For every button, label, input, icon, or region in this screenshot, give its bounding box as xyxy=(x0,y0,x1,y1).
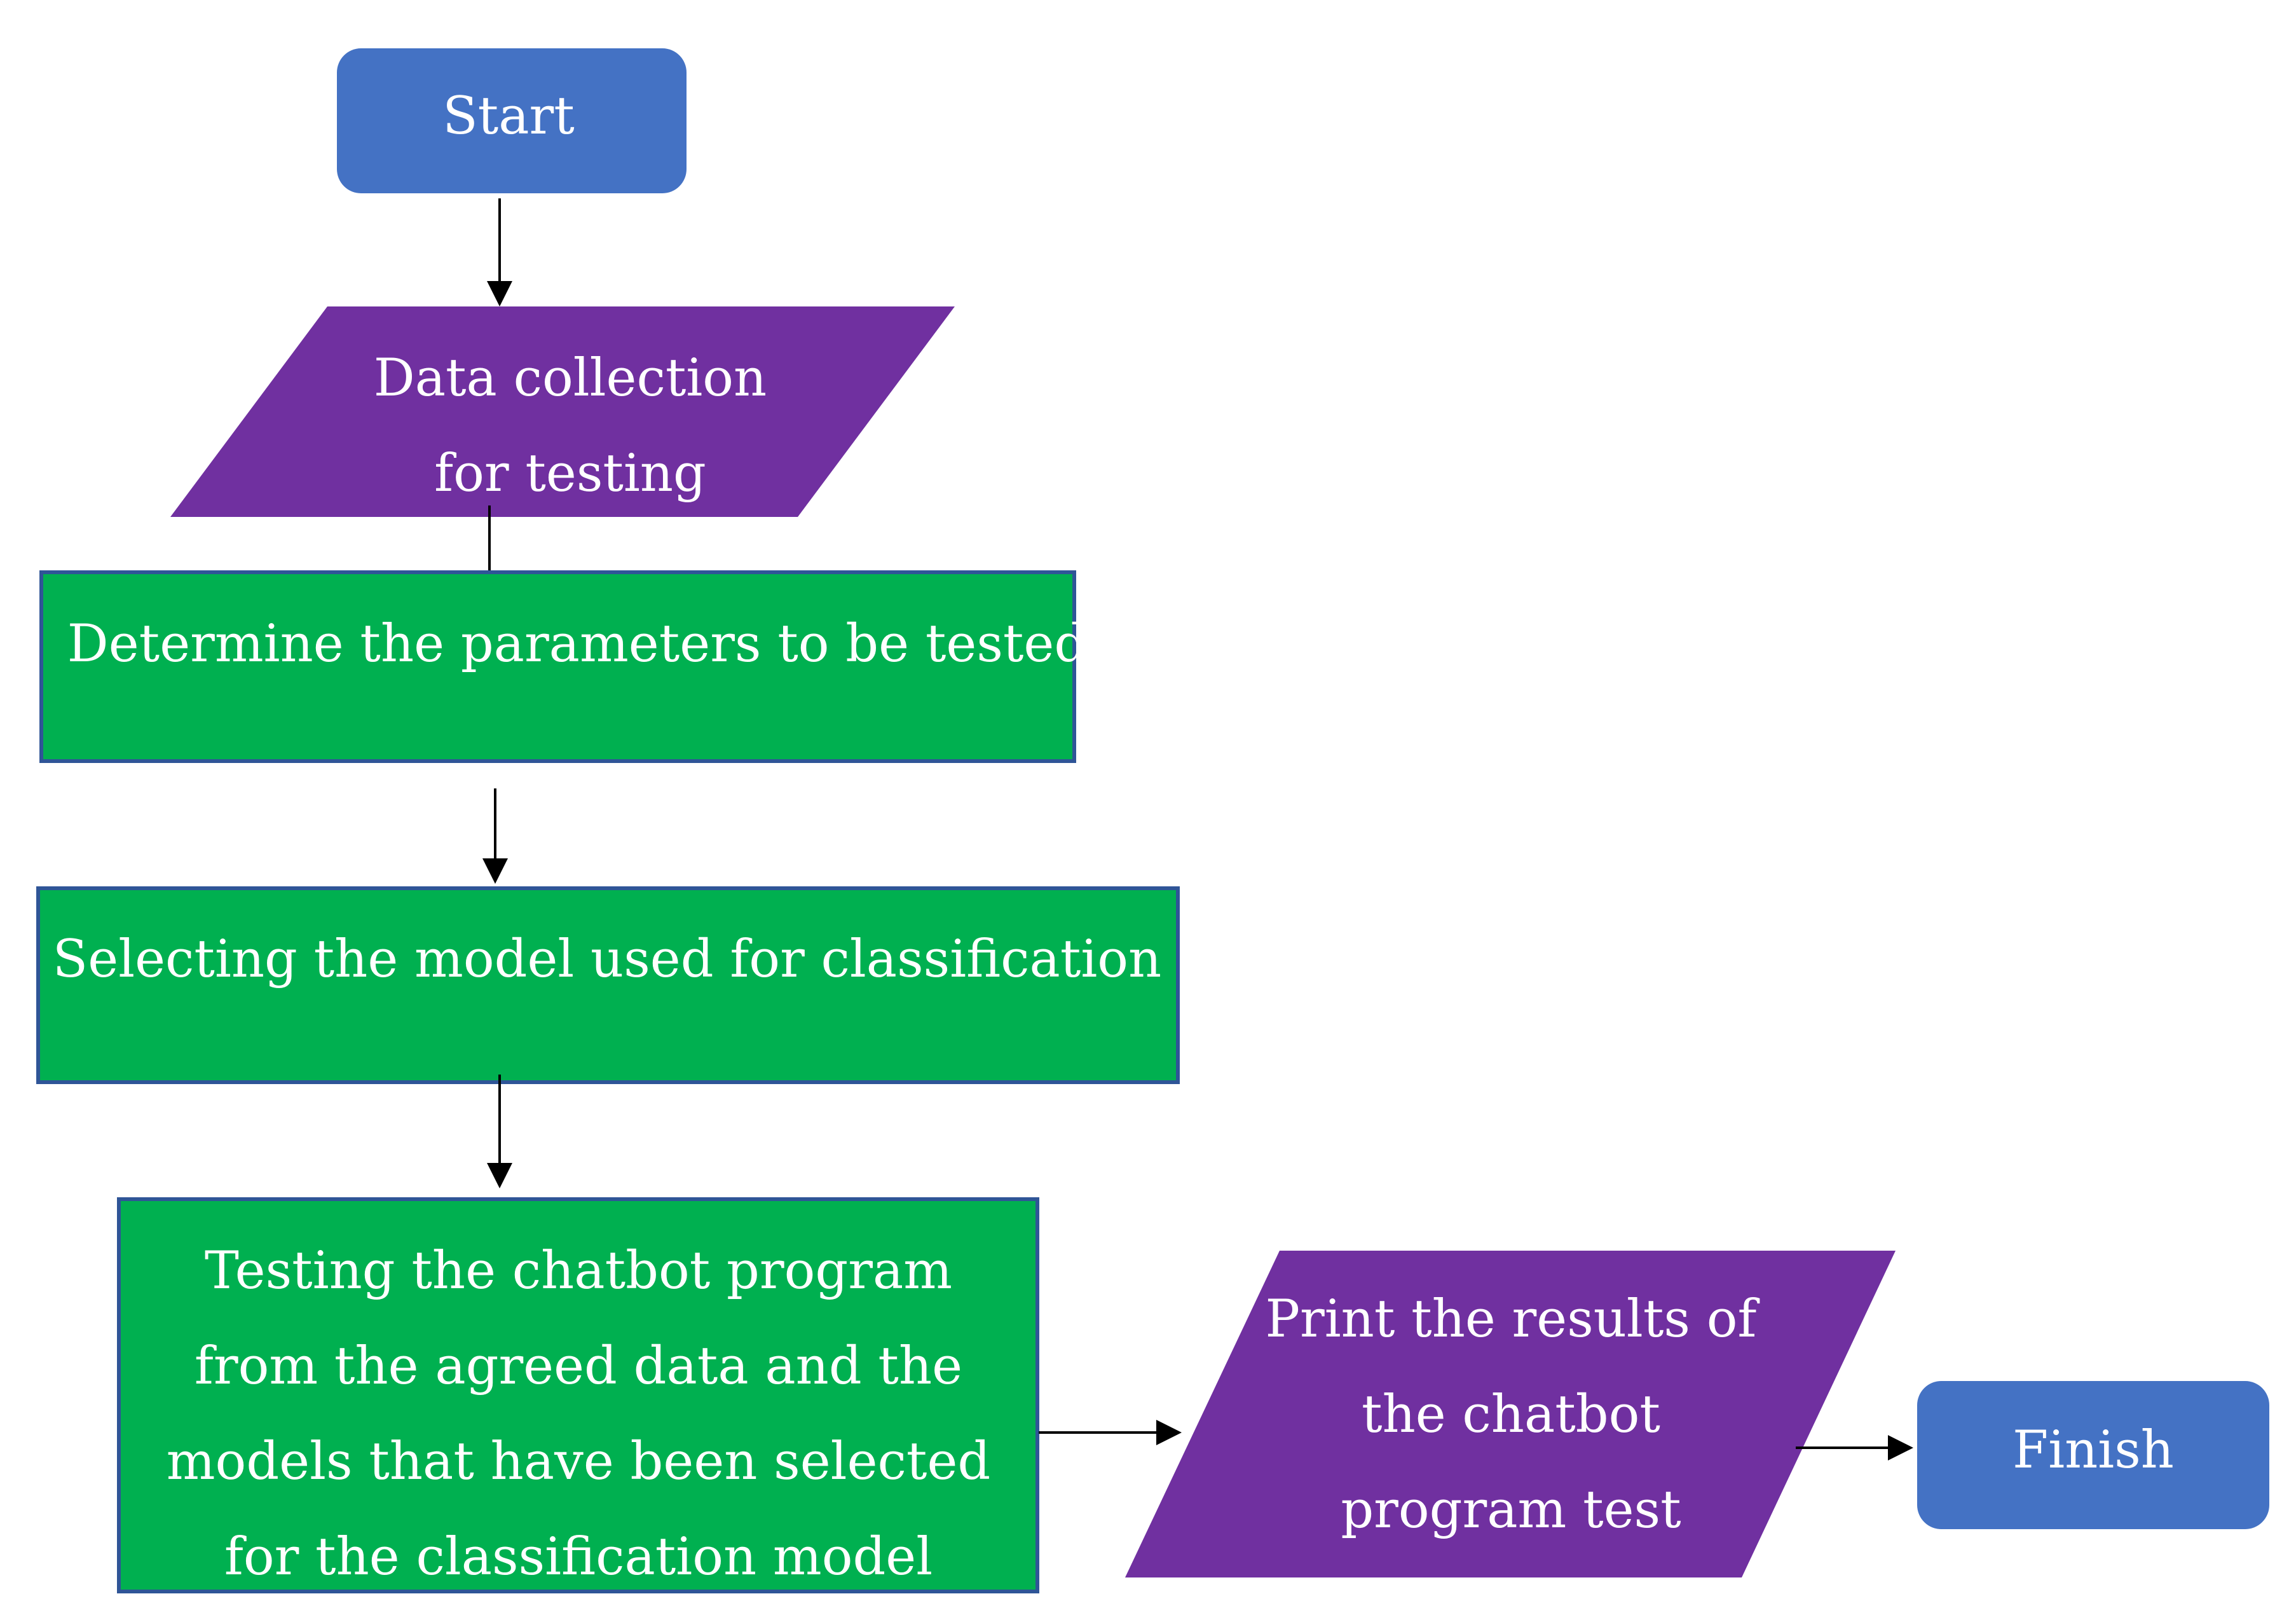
data-collection-line-1: Data collection xyxy=(374,348,767,408)
select-model-node: Selecting the model used for classificat… xyxy=(36,886,1180,1084)
print-results-line-2: the chatbot xyxy=(1362,1385,1660,1445)
print-results-node: Print the results of the chatbot program… xyxy=(1125,1251,1896,1577)
start-label: Start xyxy=(442,86,575,146)
select-model-label: Selecting the model used for classificat… xyxy=(53,930,1161,989)
finish-label: Finish xyxy=(2012,1420,2174,1480)
print-results-shape xyxy=(1125,1251,1896,1577)
testing-node: Testing the chatbot program from the agr… xyxy=(117,1197,1039,1593)
select-model-shape xyxy=(36,886,1180,1084)
print-results-line-1: Print the results of xyxy=(1266,1289,1760,1349)
start-shape xyxy=(337,48,687,193)
start-node: Start xyxy=(337,48,687,193)
determine-parameters-label: Determine the parameters to be tested xyxy=(67,614,1087,674)
testing-line-2: from the agreed data and the xyxy=(195,1337,962,1396)
testing-shape xyxy=(117,1197,1039,1593)
testing-line-3: models that have been selected xyxy=(167,1432,990,1492)
data-collection-shape xyxy=(170,306,955,517)
determine-parameters-node: Determine the parameters to be tested xyxy=(39,570,1087,763)
print-results-line-3: program test xyxy=(1341,1480,1681,1540)
data-collection-line-2: for testing xyxy=(434,444,706,504)
testing-line-4: for the classification model xyxy=(224,1527,933,1587)
data-collection-node: Data collection for testing xyxy=(170,306,955,517)
finish-node: Finish xyxy=(1917,1381,2269,1529)
testing-line-1: Testing the chatbot program xyxy=(205,1241,952,1301)
finish-shape xyxy=(1917,1381,2269,1529)
determine-parameters-shape xyxy=(39,570,1076,763)
